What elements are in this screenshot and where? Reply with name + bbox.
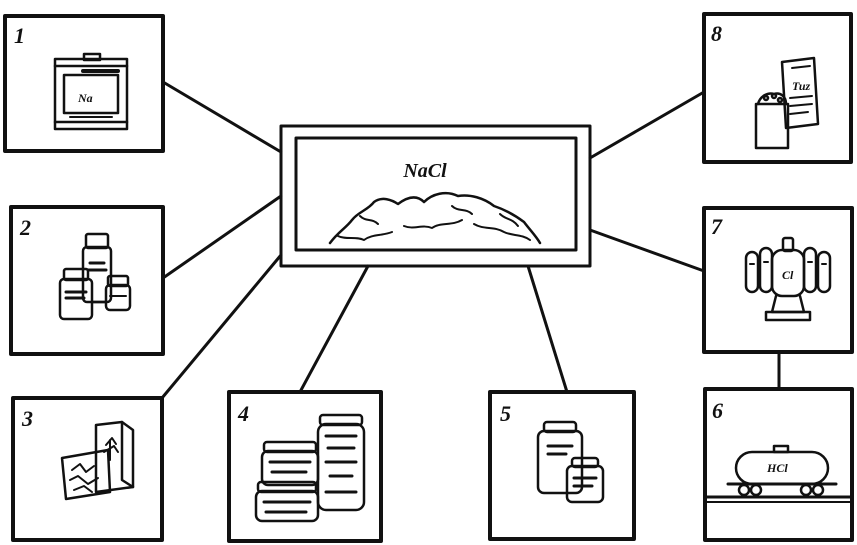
- panel-8-number: 8: [711, 21, 722, 46]
- panel-6-number: 6: [712, 398, 723, 423]
- connector-7: [590, 230, 704, 271]
- connector-1: [163, 82, 281, 152]
- panel-3-number: 3: [21, 406, 33, 431]
- salt-packages-icon: [756, 58, 818, 148]
- panel-2: 2: [11, 207, 163, 354]
- panel-7-number: 7: [711, 214, 723, 239]
- panel-3-frame: [13, 398, 162, 540]
- panel-6-label: HCl: [766, 461, 788, 475]
- preserves-jars-icon: [256, 415, 364, 521]
- medicine-jars-icon: [60, 234, 130, 319]
- panel-4: 4: [229, 392, 381, 541]
- panel-5: 5: [490, 392, 634, 539]
- panel-4-number: 4: [237, 401, 249, 426]
- panel-5-frame: [490, 392, 634, 539]
- connector-4: [300, 266, 368, 392]
- panel-2-number: 2: [19, 215, 31, 240]
- connector-2: [163, 196, 281, 278]
- connector-8: [590, 92, 704, 158]
- connector-5: [528, 266, 567, 392]
- panel-1-frame: [5, 16, 163, 151]
- panel-1-label: Na: [77, 91, 93, 105]
- panel-1-number: 1: [14, 23, 25, 48]
- food-jars-icon: [538, 422, 603, 502]
- center-panel: NaCl: [281, 126, 590, 266]
- panel-7: 7 Cl: [704, 208, 852, 352]
- connector-lines: [162, 82, 779, 398]
- center-formula: NaCl: [402, 160, 447, 182]
- panel-8-label: Tuz: [792, 79, 811, 93]
- panel-8-frame: [704, 14, 851, 162]
- panel-1: 1 Na: [5, 16, 163, 151]
- panel-8: 8 Tuz: [704, 14, 851, 162]
- panel-5-number: 5: [500, 401, 511, 426]
- panel-3: 3: [13, 398, 162, 540]
- salt-heap-icon: [330, 193, 540, 243]
- packaged-goods-icon: [62, 422, 133, 499]
- connector-3: [162, 255, 281, 398]
- panel-6: 6 HCl: [705, 389, 852, 540]
- panel-7-label: Cl: [782, 268, 794, 282]
